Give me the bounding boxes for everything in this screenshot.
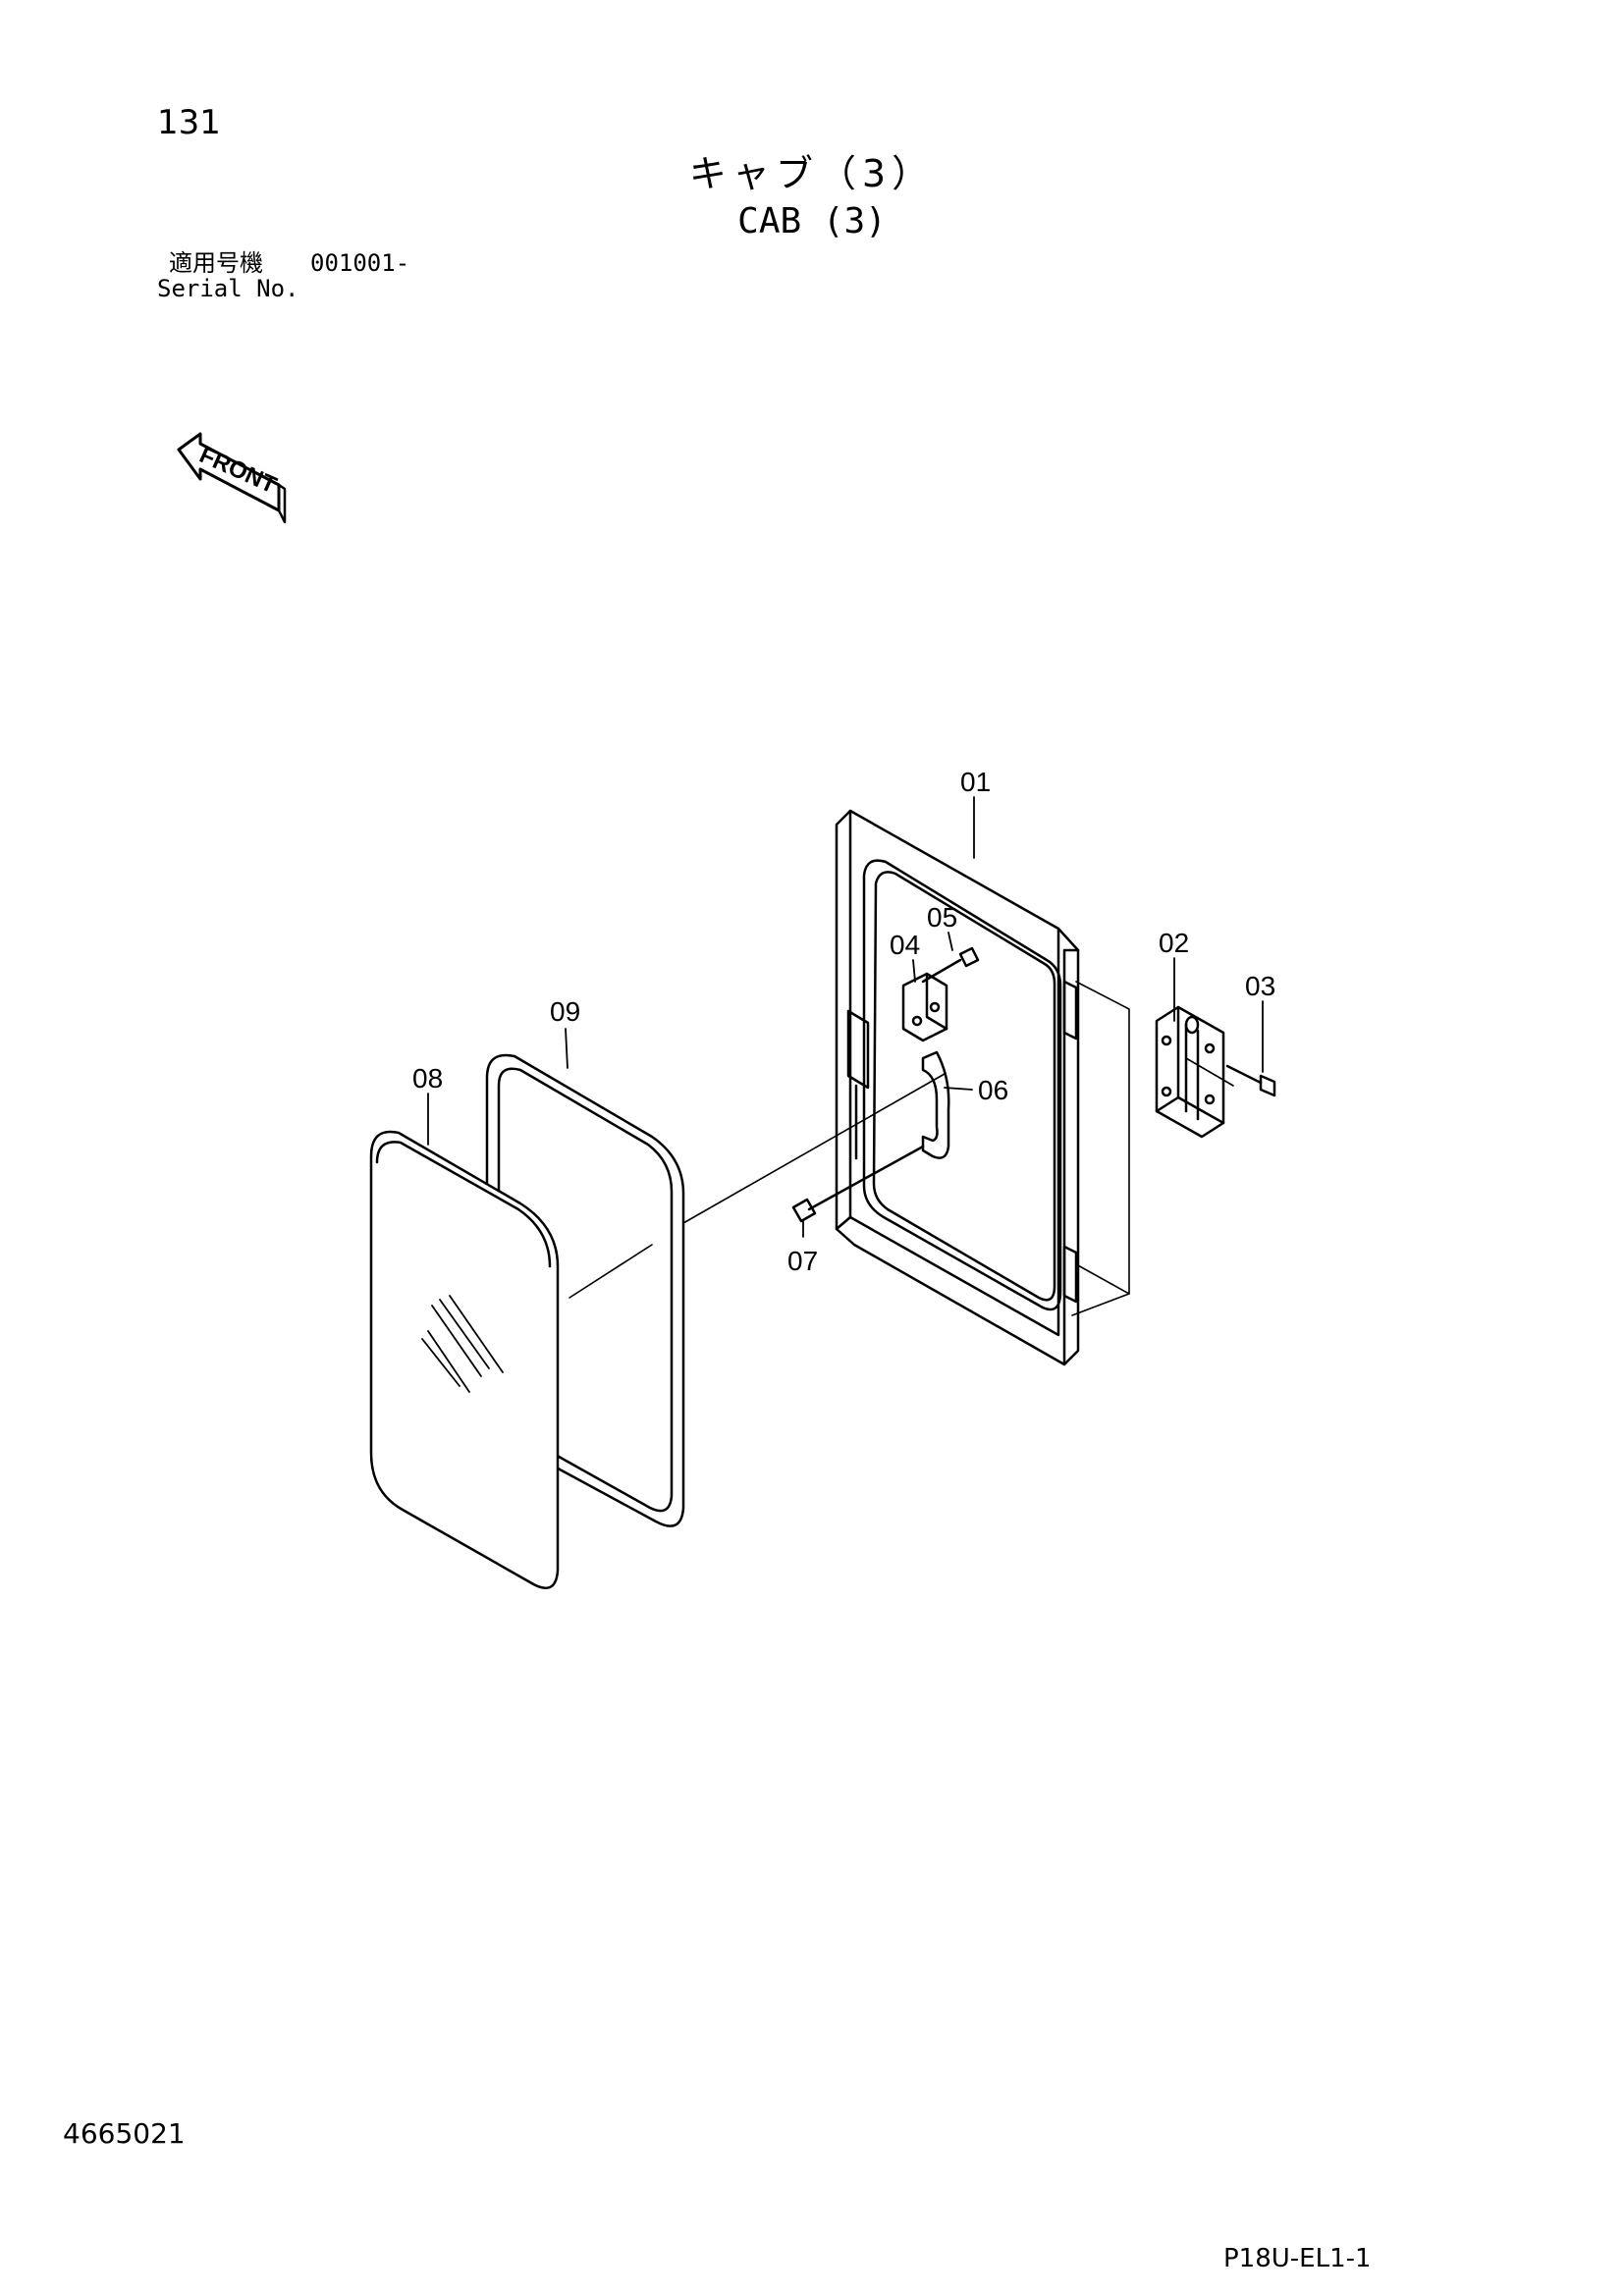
callout-08: 08 bbox=[412, 1063, 443, 1094]
callout-09: 09 bbox=[550, 996, 580, 1027]
callout-02: 02 bbox=[1159, 928, 1189, 958]
assembly-leader-lines bbox=[568, 981, 1234, 1316]
window-glass bbox=[369, 1130, 560, 1590]
serial-value: 001001- bbox=[310, 249, 410, 277]
callout-leaders bbox=[427, 796, 1264, 1238]
hinge-bolt bbox=[1225, 1064, 1276, 1097]
latch-screw bbox=[921, 946, 980, 984]
callout-05: 05 bbox=[927, 902, 957, 933]
front-arrow-icon: FRONT bbox=[177, 432, 287, 524]
hinge bbox=[1155, 1005, 1225, 1139]
serial-label-english: Serial No. bbox=[157, 275, 299, 302]
door-latch bbox=[901, 972, 948, 1042]
serial-label-japanese: 適用号機 bbox=[169, 249, 263, 277]
door-frame bbox=[835, 809, 1080, 1366]
model-code: P18U-EL1-1 bbox=[1223, 2244, 1372, 2273]
door-handle bbox=[921, 1050, 950, 1159]
callout-01: 01 bbox=[960, 767, 991, 797]
page-number: 131 bbox=[157, 103, 221, 142]
callout-07: 07 bbox=[787, 1246, 818, 1276]
title-english: CAB (3) bbox=[737, 201, 887, 241]
callout-06: 06 bbox=[978, 1075, 1008, 1105]
callout-04: 04 bbox=[890, 930, 920, 960]
handle-screw bbox=[791, 1145, 925, 1223]
title-japanese: キャブ（3） bbox=[688, 152, 936, 195]
callout-03: 03 bbox=[1245, 971, 1275, 1001]
callout-labels: 01 02 03 04 05 06 07 08 09 bbox=[412, 767, 1275, 1276]
drawing-number: 4665021 bbox=[63, 2117, 186, 2150]
